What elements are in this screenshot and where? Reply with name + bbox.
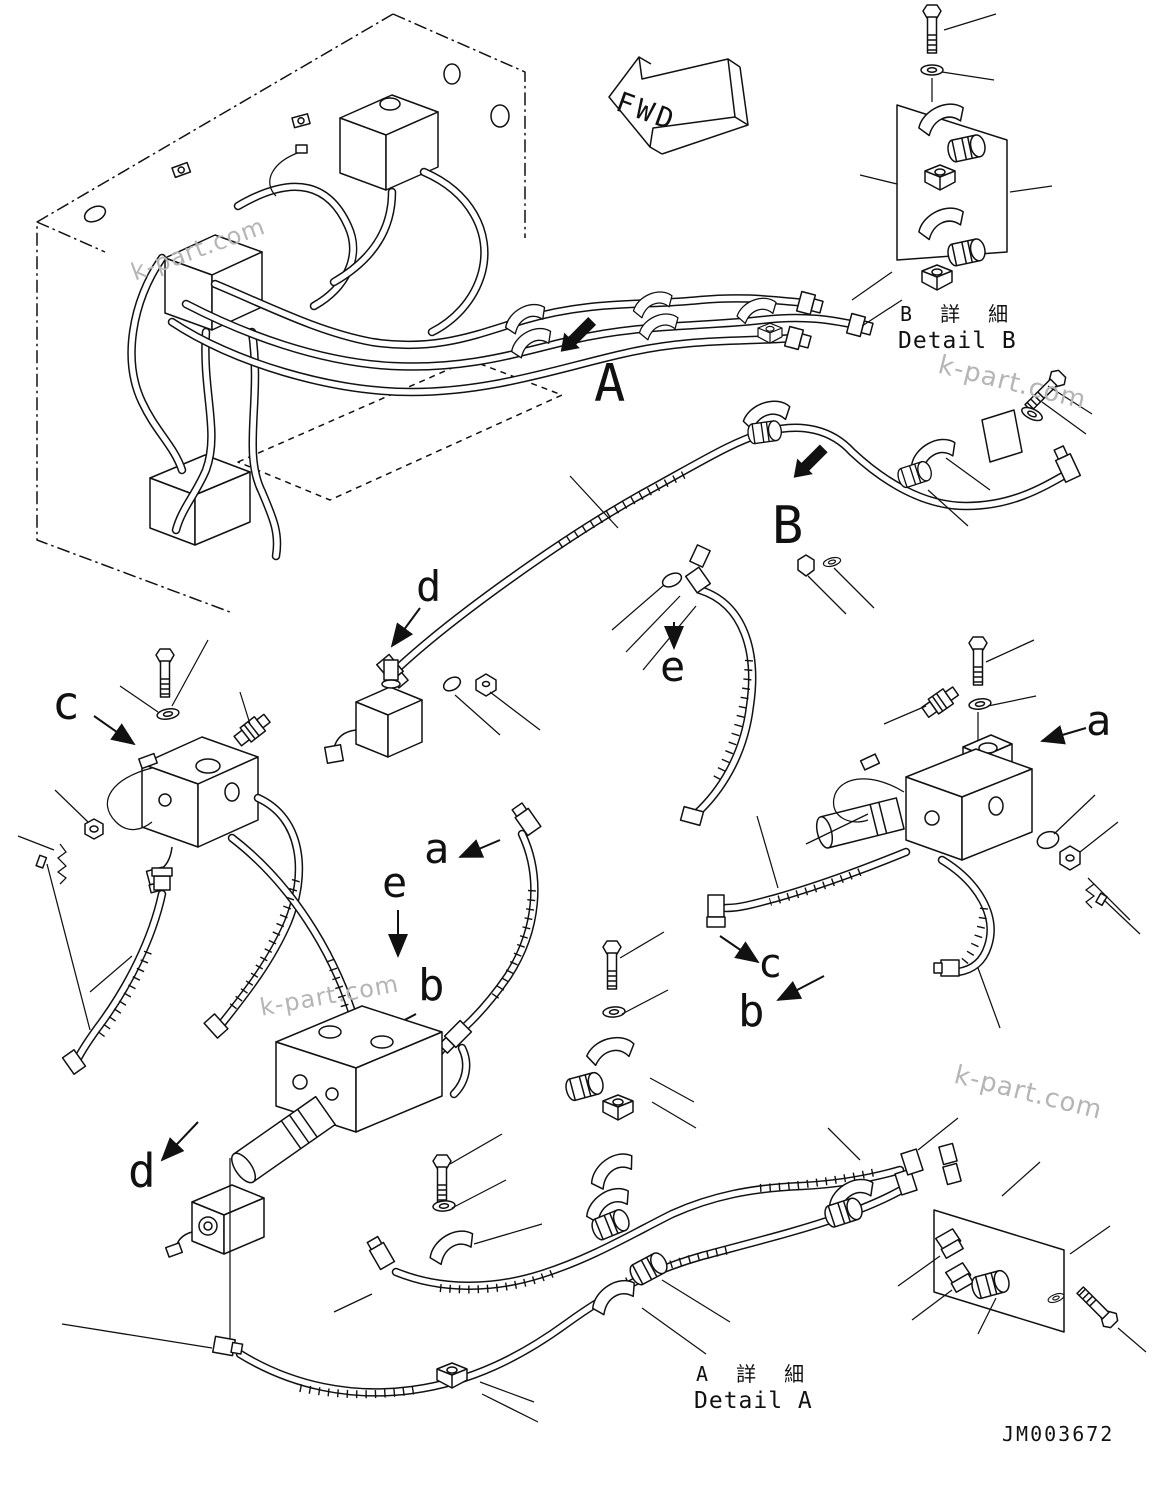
e-hose-group <box>611 544 752 827</box>
detail-b-group <box>859 4 1053 291</box>
callout-c-left: c <box>52 676 80 730</box>
view-arrow-b <box>793 444 828 478</box>
view-label-a: A <box>594 354 626 414</box>
detail-b-title-en: Detail B <box>898 328 1017 354</box>
manifold-assembly <box>160 931 697 1342</box>
d-elbow-block <box>323 607 541 765</box>
callout-a-left: a <box>424 824 450 873</box>
detail-a-piping <box>61 1117 962 1423</box>
detail-a-clamp-group <box>897 1161 1147 1353</box>
view-arrow-a <box>560 317 597 352</box>
drawing-number: JM003672 <box>1002 1422 1115 1446</box>
view-label-b: B <box>772 496 804 556</box>
callout-d-lower: d <box>128 1144 156 1198</box>
frame-outline <box>36 13 563 613</box>
callout-d-upper: d <box>416 562 442 611</box>
left-hoses <box>61 798 542 1096</box>
callout-e-left: e <box>382 858 408 907</box>
callout-b-right: b <box>738 986 765 1037</box>
callout-e-upper: e <box>660 642 686 691</box>
a-assembly <box>706 636 1141 1029</box>
callout-b-left: b <box>418 960 445 1011</box>
fwd-arrow <box>608 56 749 155</box>
detail-b-title-jp: B 詳 細 <box>900 302 1017 326</box>
detail-a-title-en: Detail A <box>694 1388 813 1414</box>
callout-a-right: a <box>1086 696 1112 745</box>
detail-a-title-jp: A 詳 細 <box>696 1362 813 1386</box>
overview-assembly <box>132 94 903 556</box>
callout-c-right: c <box>758 941 783 987</box>
